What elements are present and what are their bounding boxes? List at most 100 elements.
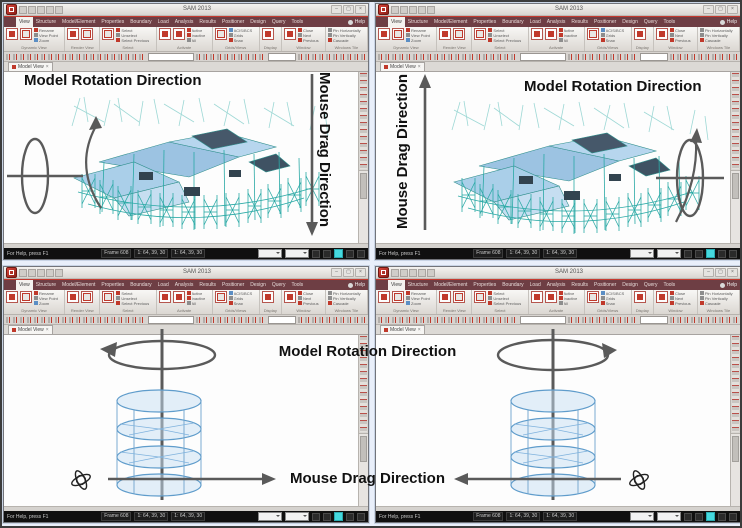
status-dropdown[interactable] [285,249,309,258]
ribbon-mini-item[interactable]: View Point [34,296,58,301]
ribbon-tab-design[interactable]: Design [622,19,638,25]
ribbon-big-icon[interactable] [261,28,274,40]
status-mini-button[interactable] [312,249,320,258]
ribbon-mini-item[interactable]: Zoom [406,301,430,305]
toolbar-icon-strip[interactable] [298,316,366,323]
ribbon-tab-model-element[interactable]: Model/Element [62,19,96,25]
toolbar-input[interactable] [520,315,566,324]
ribbon-big-icon[interactable] [586,291,599,303]
toolbar-icon-strip[interactable] [6,53,146,60]
ribbon-big-icon[interactable] [378,291,390,303]
toolbar-icon-strip[interactable] [378,53,518,60]
status-mini-button[interactable] [729,249,737,258]
color-swatch-cyan[interactable] [334,512,343,521]
status-dropdown[interactable] [285,512,309,521]
ribbon-tab-properties[interactable]: Properties [101,282,125,288]
ribbon-big-icon[interactable] [158,291,171,303]
ribbon-tab-load[interactable]: Load [157,282,169,288]
qat-icon[interactable] [19,5,27,14]
ribbon-big-icon[interactable] [656,28,668,40]
qat-icon[interactable] [427,268,435,277]
toolbar-icon-strip[interactable] [196,316,266,323]
color-swatch-cyan[interactable] [706,249,715,258]
ribbon-mini-item[interactable]: Rename [406,291,430,296]
ribbon-mini-item[interactable]: Close [298,291,319,296]
ribbon-mini-item[interactable]: All [186,38,206,42]
ribbon-big-icon[interactable] [656,291,668,303]
ribbon-mini-item[interactable]: Next [298,296,319,301]
ribbon-big-icon[interactable] [284,291,296,303]
ribbon-tab-design[interactable]: Design [250,282,266,288]
scrollbar-thumb[interactable] [732,436,739,462]
color-swatch-cyan[interactable] [706,512,715,521]
ribbon-tab-view[interactable]: View [16,17,33,27]
status-dropdown[interactable] [258,249,282,258]
ribbon-mini-item[interactable]: Inactive [558,33,577,38]
status-mini-button[interactable] [312,512,320,521]
ribbon-tab-tools[interactable]: Tools [291,19,304,25]
ribbon-mini-item[interactable]: Close [670,28,691,33]
toolbar-icon-strip[interactable] [298,53,366,60]
ribbon-mini-item[interactable]: ACIS/BCS [600,28,624,33]
ribbon-tab-properties[interactable]: Properties [101,19,125,25]
ribbon-big-icon[interactable] [439,291,452,303]
ribbon-mini-item[interactable]: Unselect [488,296,521,301]
ribbon-mini-item[interactable]: Inactive [186,296,205,301]
ribbon-big-icon[interactable] [20,291,32,303]
ribbon-tab-design[interactable]: Design [622,282,638,288]
toolbar-input[interactable] [148,315,194,324]
maximize-button[interactable]: ▢ [715,268,726,277]
status-mini-button[interactable] [684,249,692,258]
ribbon-big-icon[interactable] [474,28,487,40]
app-menu-button[interactable] [6,267,17,278]
ribbon-mini-item[interactable]: Cascade [327,38,361,42]
status-mini-button[interactable] [346,512,354,521]
ribbon-tab-analysis[interactable]: Analysis [174,282,194,288]
ribbon-big-icon[interactable] [214,291,227,303]
ribbon-tab-results[interactable]: Results [571,282,589,288]
qat-icon[interactable] [28,268,36,277]
ribbon-tab-view[interactable]: View [388,280,405,290]
qat-icon[interactable] [400,268,408,277]
ribbon-big-icon[interactable] [102,28,115,40]
close-button[interactable]: × [727,5,738,14]
ribbon-mini-item[interactable]: Grids [600,33,625,38]
help-button[interactable]: Help [345,280,368,290]
ribbon-big-icon[interactable] [261,291,274,303]
ribbon-big-icon[interactable] [20,28,32,40]
ribbon-mini-item[interactable]: Snap [600,38,625,42]
toolbar-icon-strip[interactable] [378,316,518,323]
ribbon-big-icon[interactable] [67,291,80,303]
ribbon-mini-item[interactable]: Pin Horizontally [699,28,733,33]
ribbon-mini-item[interactable]: Grids [228,296,253,301]
help-button[interactable]: Help [717,17,740,27]
app-menu-button[interactable] [378,4,389,15]
ribbon-mini-item[interactable]: View Point [34,33,58,38]
ribbon-mini-item[interactable]: Previous [298,301,319,305]
toolbar-icon-strip[interactable] [670,316,738,323]
ribbon-big-icon[interactable] [81,28,94,40]
ribbon-mini-item[interactable]: Select [116,291,149,296]
status-dropdown[interactable] [630,249,654,258]
status-mini-button[interactable] [323,249,331,258]
ribbon-tab-view[interactable]: View [388,17,405,27]
ribbon-big-icon[interactable] [6,28,18,40]
ribbon-mini-item[interactable]: View Point [406,296,430,301]
ribbon-big-icon[interactable] [392,291,404,303]
ribbon-tab-boundary[interactable]: Boundary [130,19,152,25]
qat-icon[interactable] [46,5,54,14]
status-mini-button[interactable] [346,249,354,258]
ribbon-tab-query[interactable]: Query [643,282,658,288]
qat-icon[interactable] [418,5,426,14]
ribbon-big-icon[interactable] [392,28,404,40]
ribbon-tab-load[interactable]: Load [529,19,541,25]
ribbon-big-icon[interactable] [544,291,557,303]
ribbon-tab-structure[interactable]: Structure [35,282,57,288]
horizontal-scroll-strip[interactable] [376,506,740,511]
scrollbar-thumb[interactable] [360,436,367,462]
ribbon-mini-item[interactable]: Zoom [406,38,430,42]
ribbon-mini-item[interactable]: ACIS/BCS [228,28,252,33]
ribbon-tab-boundary[interactable]: Boundary [502,282,524,288]
qat-icon[interactable] [55,5,63,14]
ribbon-tab-positioner[interactable]: Positioner [594,282,617,288]
